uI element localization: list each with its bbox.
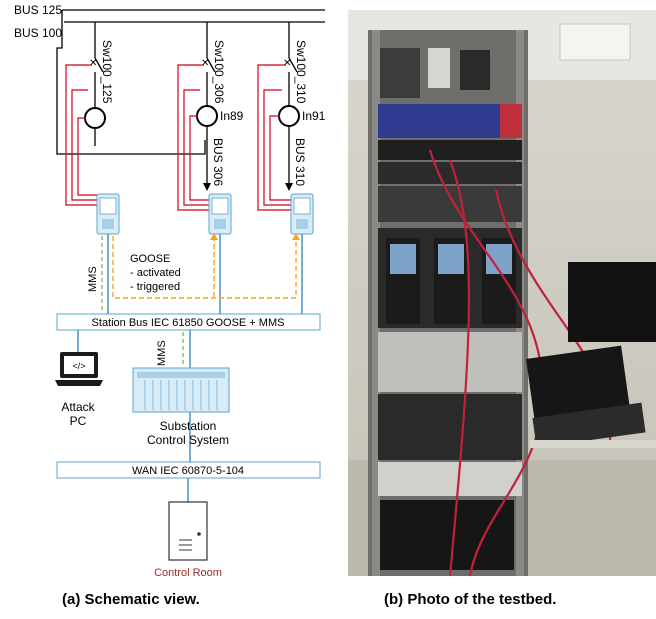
svg-text:</>: </> xyxy=(72,361,85,371)
meter-label-310: In91 xyxy=(302,109,326,123)
mms-dashed xyxy=(101,236,184,366)
feeder-125: ✕ Sw100_125 xyxy=(56,10,206,155)
mms-label-2: MMS xyxy=(156,340,168,366)
switch-label-306: Sw100_306 xyxy=(212,40,226,104)
bus-100-label: BUS 100 xyxy=(14,26,62,40)
scs-line-1: Substation xyxy=(160,419,217,433)
bus-label-310: BUS 310 xyxy=(293,138,307,186)
svg-text:✕: ✕ xyxy=(201,58,209,69)
substation-control-system-icon xyxy=(132,367,230,413)
feeder-306: ✕ Sw100_306 In89 BUS 306 xyxy=(196,22,244,191)
station-bus-label: Station Bus IEC 61850 GOOSE + MMS xyxy=(92,317,285,329)
goose-line-3: - triggered xyxy=(130,281,180,293)
attack-pc-line-1: Attack xyxy=(61,400,95,414)
testbed-photo xyxy=(348,10,656,577)
caption-schematic: (a) Schematic view. xyxy=(62,591,200,608)
bus-label-306: BUS 306 xyxy=(211,138,225,186)
switch-label-125: Sw100_125 xyxy=(100,40,114,104)
wan-box xyxy=(56,461,321,479)
control-room-icon xyxy=(168,501,208,561)
bus-125-label: BUS 125 xyxy=(14,3,62,17)
relay-device-3 xyxy=(290,193,314,235)
station-bus-box xyxy=(56,313,321,331)
wan-label: WAN IEC 60870-5-104 xyxy=(132,465,244,477)
goose-line-2: - activated xyxy=(130,267,181,279)
caption-photo: (b) Photo of the testbed. xyxy=(384,591,557,608)
switch-label-310: Sw100_310 xyxy=(294,40,308,104)
schematic-diagram: BUS 125 BUS 100 ✕ Sw100_125 ✕ Sw100_306 … xyxy=(14,3,656,579)
control-room-label: Control Room xyxy=(154,567,222,579)
relay-device-1 xyxy=(96,193,120,235)
svg-text:✕: ✕ xyxy=(89,58,97,69)
attack-pc-line-2: PC xyxy=(70,414,87,428)
meter-label-306: In89 xyxy=(220,109,244,123)
goose-line-1: GOOSE xyxy=(130,253,170,265)
attack-pc-icon: </> xyxy=(55,352,103,386)
mms-label: MMS xyxy=(87,266,99,292)
scs-line-2: Control System xyxy=(147,433,229,447)
relay-device-2 xyxy=(208,193,232,235)
relay-wiring xyxy=(65,64,292,211)
goose-links xyxy=(112,236,297,299)
feeder-310: ✕ Sw100_310 In91 BUS 310 xyxy=(278,22,326,191)
svg-text:✕: ✕ xyxy=(283,58,291,69)
